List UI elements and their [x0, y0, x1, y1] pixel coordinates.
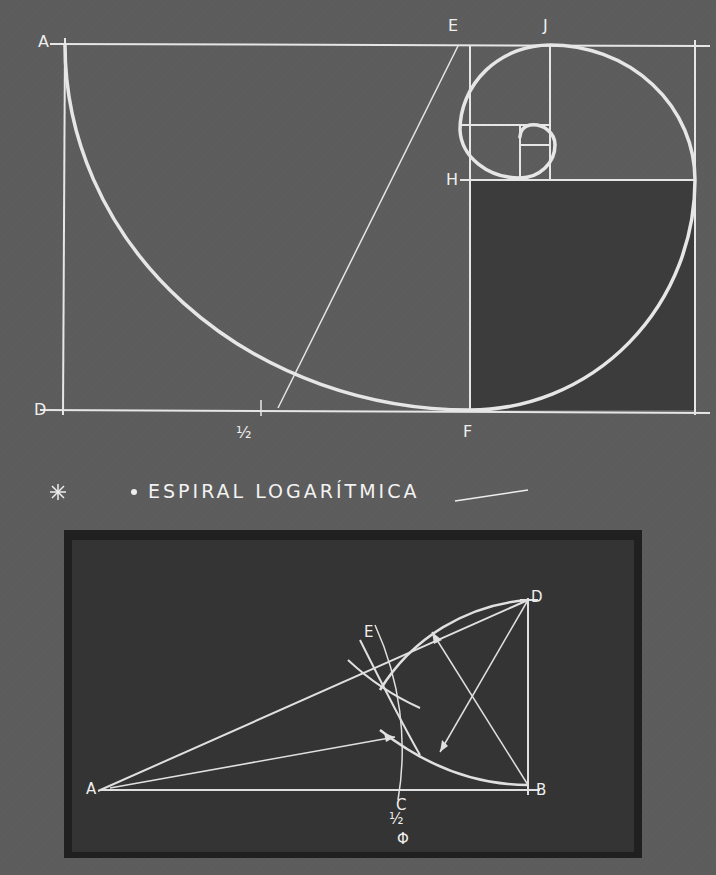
- point-label: A: [86, 782, 96, 797]
- point-label: E: [364, 625, 373, 640]
- point-label: D: [34, 402, 46, 418]
- title-text: ESPIRAL LOGARÍTMICA: [148, 480, 419, 502]
- point-label: ½: [389, 812, 404, 827]
- point-label: J: [543, 18, 548, 34]
- point-label: A: [38, 34, 49, 50]
- point-label: Φ: [397, 832, 409, 847]
- point-label: C: [396, 798, 406, 813]
- point-label: D: [531, 590, 543, 605]
- point-label: B: [536, 783, 546, 798]
- point-label: E: [448, 18, 458, 34]
- point-label: H: [446, 172, 458, 188]
- point-label: F: [463, 424, 472, 440]
- point-label: ½: [236, 425, 252, 441]
